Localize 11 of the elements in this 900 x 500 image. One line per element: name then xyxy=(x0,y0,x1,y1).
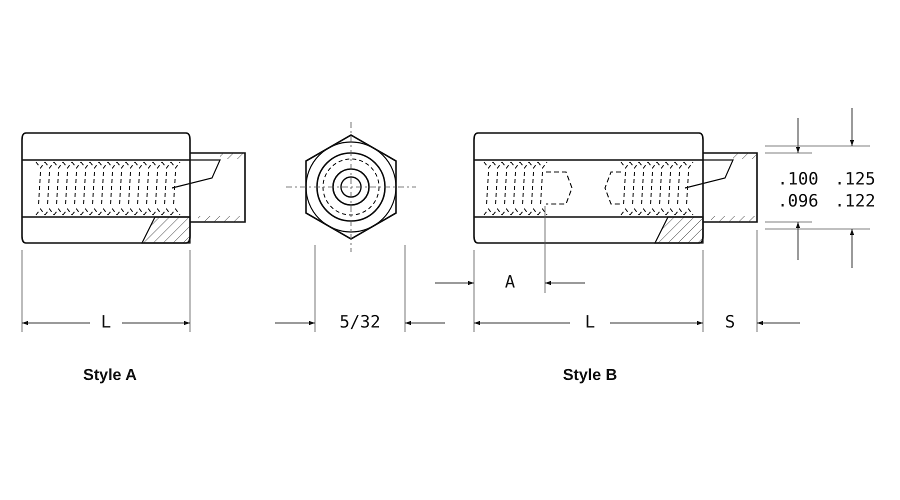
view-caption: Style A xyxy=(83,368,137,384)
dimension-label: 5/32 xyxy=(340,314,380,332)
dimension-label: .096 xyxy=(778,194,818,210)
dimension-label: A xyxy=(504,274,516,292)
dimension-label: L xyxy=(100,314,112,332)
dimension-label: .100 xyxy=(778,172,818,188)
dimension-label: S xyxy=(724,314,736,332)
dimension-label: .122 xyxy=(834,194,876,210)
dimension-label: L xyxy=(584,314,596,332)
view-caption: Style B xyxy=(562,368,618,384)
dimension-label: .125 xyxy=(834,172,876,188)
